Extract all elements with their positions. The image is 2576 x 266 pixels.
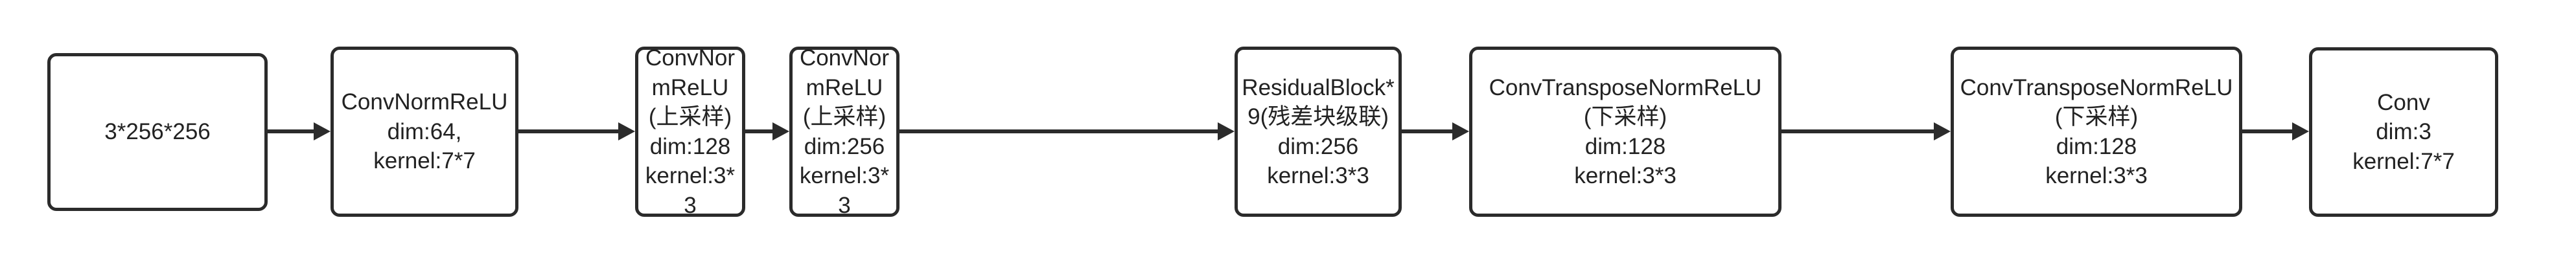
layer-node-detail: dim:128	[1584, 133, 1666, 159]
layer-node-title: ConvNormReLU(上采样)	[799, 45, 890, 129]
arrow-shaft	[518, 129, 618, 133]
arrow-shaft	[268, 129, 314, 133]
arrow-head-icon	[618, 122, 635, 140]
layer-node-detail: dim:128	[2056, 133, 2137, 159]
layer-node-detail: kernel:3*3	[1267, 163, 1369, 188]
arrow-head-icon	[314, 122, 331, 140]
layer-node-title: ConvTransposeNormReLU(下采样)	[1489, 74, 1762, 130]
layer-node-conv-norm-relu-up-128[interactable]: ConvNormReLU(上采样) dim:128 kernel:3*3	[635, 45, 745, 218]
layer-node-input[interactable]: 3*256*256	[47, 53, 268, 211]
layer-node-conv-out[interactable]: Conv dim:3 kernel:7*7	[2309, 47, 2498, 217]
arrow-head-icon	[1452, 122, 1469, 140]
layer-node-detail: dim:128	[649, 133, 731, 159]
arrow-shaft	[2242, 129, 2292, 133]
layer-node-detail: kernel:3*3	[1574, 163, 1677, 188]
layer-node-detail: kernel:3*3	[645, 163, 736, 218]
layer-node-detail: kernel:7*7	[2352, 148, 2455, 174]
layer-node-detail: kernel:7*7	[373, 148, 476, 174]
layer-node-title: 3*256*256	[104, 119, 211, 145]
layer-node-title: ConvNormReLU(上采样)	[645, 45, 736, 129]
layer-node-title: Conv	[2377, 89, 2430, 115]
layer-node-conv-norm-relu-up-256[interactable]: ConvNormReLU(上采样) dim:256 kernel:3*3	[789, 45, 899, 218]
layer-node-title: ConvTransposeNormReLU(下采样)	[1960, 74, 2233, 130]
arrow-shaft	[1402, 129, 1452, 133]
layer-node-detail: kernel:3*3	[2045, 163, 2148, 188]
arrow-head-icon	[1218, 122, 1235, 140]
arrow-shaft	[1781, 129, 1934, 133]
layer-node-conv-transpose-norm-relu-down-128-a[interactable]: ConvTransposeNormReLU(下采样) dim:128 kernel:…	[1469, 47, 1781, 217]
layer-node-detail: dim:256	[804, 133, 885, 159]
arrow-head-icon	[2292, 122, 2309, 140]
arrow-shaft	[899, 129, 1218, 133]
arrow-head-icon	[1934, 122, 1951, 140]
layer-node-title: ResidualBlock*9(残差块级联)	[1242, 74, 1395, 130]
layer-node-detail: dim:256	[1277, 133, 1359, 159]
layer-node-residual-block-9[interactable]: ResidualBlock*9(残差块级联) dim:256 kernel:3*3	[1235, 47, 1402, 217]
arrow-shaft	[745, 129, 772, 133]
layer-node-detail: kernel:3*3	[799, 163, 890, 218]
layer-node-conv-transpose-norm-relu-down-128-b[interactable]: ConvTransposeNormReLU(下采样) dim:128 kernel:…	[1951, 47, 2242, 217]
arrow-head-icon	[772, 122, 789, 140]
layer-node-title: ConvNormReLU	[341, 89, 508, 115]
layer-node-conv-norm-relu-64[interactable]: ConvNormReLU dim:64, kernel:7*7	[331, 47, 518, 217]
layer-node-detail: dim:64,	[387, 118, 462, 144]
layer-node-detail: dim:3	[2376, 119, 2431, 145]
